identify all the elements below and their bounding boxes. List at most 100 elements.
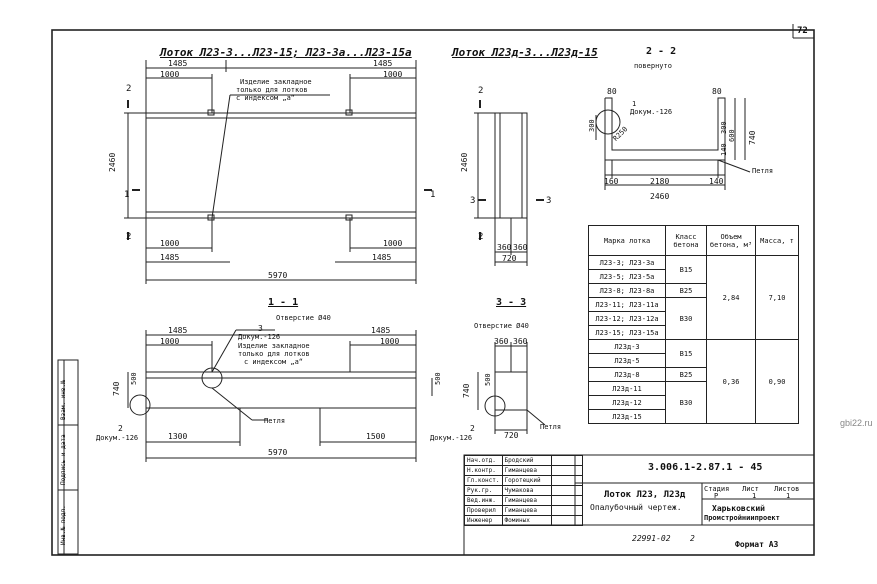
spec-row-mark: Л23д-5 xyxy=(588,353,666,368)
stage-value: Р xyxy=(714,492,719,500)
signature-cell xyxy=(550,465,583,476)
spec-class-b15: B15 xyxy=(665,255,707,284)
section-22-title: 2 - 2 xyxy=(646,46,677,57)
spec-class-b25-2: B25 xyxy=(665,367,707,382)
sec11-1485a: 1485 xyxy=(168,326,188,335)
dim-bottom-1485-right: 1485 xyxy=(372,253,392,262)
spec-mass-2: 0,90 xyxy=(755,339,799,424)
section-mark-2-bottom: 2 xyxy=(126,232,132,242)
mid-mark-2-top: 2 xyxy=(478,86,484,96)
sec33-two: 2 xyxy=(470,424,475,433)
sec33-500: 500 xyxy=(484,373,492,386)
stamp-inv-podl: Инв.№ подл. xyxy=(60,505,67,545)
spec-row-mark: Л23д-3 xyxy=(588,339,666,354)
sec22-140b: 140 xyxy=(709,177,724,186)
sec11-two: 2 xyxy=(118,424,123,433)
sec33-720: 720 xyxy=(504,431,519,440)
signature-cell xyxy=(550,485,583,496)
dim-1485-left: 1485 xyxy=(168,59,188,68)
spec-class-b15-2: B15 xyxy=(665,339,707,368)
person: Бродский xyxy=(501,455,552,466)
sec11-500: 500 xyxy=(130,372,138,385)
org-line-2: Промстройниипроект xyxy=(704,514,780,522)
spec-class-b30-2: B30 xyxy=(665,381,707,424)
format-label: Формат А3 xyxy=(735,540,779,549)
role: Проверил xyxy=(464,505,503,516)
sec11-loop: Петля xyxy=(264,417,286,425)
dim-bottom-1485-left: 1485 xyxy=(160,253,180,262)
spec-header-volume: Объем бетона, м³ xyxy=(706,225,756,256)
section-11-title: 1 - 1 xyxy=(268,297,299,308)
spec-row-mark: Л23-8; Л23-8а xyxy=(588,283,666,298)
spec-row-mark: Л23д-11 xyxy=(588,381,666,396)
signatures-table: Нач.отд.Бродский Н.контр.Гиманцева Гл.ко… xyxy=(464,455,583,526)
dim-total-5970: 5970 xyxy=(268,271,288,280)
sec11-1485b: 1485 xyxy=(371,326,391,335)
stamp-vzam: Взам. инв.№ xyxy=(60,380,67,420)
person: Фоминых xyxy=(501,515,552,526)
view-title-l23d: Лоток Л23д-3...Л23д-15 xyxy=(452,46,598,59)
role: Нач.отд. xyxy=(464,455,503,466)
spec-row-mark: Л23-3; Л23-3а xyxy=(588,255,666,270)
stage-header: Стадия xyxy=(704,485,730,493)
spec-row-mark: Л23-15; Л23-15а xyxy=(588,325,666,340)
dim-1000-left: 1000 xyxy=(160,70,180,79)
sec11-1000b: 1000 xyxy=(380,337,400,346)
signature-cell xyxy=(550,495,583,506)
sec33-loop: Петля xyxy=(540,423,562,431)
sec33-740: 740 xyxy=(462,383,471,398)
sec22-300b: 300 xyxy=(720,121,728,134)
sec33-360b: 360 xyxy=(513,337,528,346)
stamp-podpis: Подпись и дата xyxy=(60,434,67,485)
sec22-740: 740 xyxy=(748,130,757,145)
sec11-1500: 1500 xyxy=(366,432,386,441)
sheet-number: 72 xyxy=(797,26,808,36)
sec22-one: 1 xyxy=(632,100,637,108)
person: Гиманцева xyxy=(501,465,552,476)
drawing-name-2: Опалубочный чертеж. xyxy=(590,503,682,512)
doc-code: 3.006.1-2.87.1 - 45 xyxy=(648,462,763,473)
spec-row-mark: Л23д-12 xyxy=(588,395,666,410)
spec-volume-2: 0,36 xyxy=(706,339,756,424)
sec11-dokum-top: Докум.-126 xyxy=(238,333,281,341)
note-line-2: только для лотков xyxy=(236,86,308,94)
section-mark-1-left: 1 xyxy=(124,190,130,200)
sec33-dokum: Докум.-126 xyxy=(430,434,473,442)
signature-cell xyxy=(550,505,583,516)
dim-bottom-1000-left: 1000 xyxy=(160,239,180,248)
section-mark-1-right: 1 xyxy=(430,190,436,200)
role: Вед.инж. xyxy=(464,495,503,506)
sec11-hole: Отверстие Ø40 xyxy=(276,314,331,322)
sec33-360a: 360 xyxy=(494,337,509,346)
sec11-note2: только для лотков xyxy=(238,350,310,358)
spec-header-mass: Масса, т xyxy=(755,225,799,256)
spec-header-class: Класс бетона xyxy=(665,225,707,256)
spec-class-b30: B30 xyxy=(665,297,707,340)
sheets-value: 1 xyxy=(786,492,791,500)
spec-table: Марка лотка Класс бетона Объем бетона, м… xyxy=(588,225,799,424)
sec11-1300: 1300 xyxy=(168,432,188,441)
spec-mass-1: 7,10 xyxy=(755,255,799,340)
sec22-160: 160 xyxy=(604,177,619,186)
dim-1000-right: 1000 xyxy=(383,70,403,79)
dim-720: 720 xyxy=(502,254,517,263)
page-number: 2 xyxy=(690,534,695,543)
sheet-value: 1 xyxy=(752,492,757,500)
spec-row-mark: Л23-12; Л23-12а xyxy=(588,311,666,326)
dim-height-2460: 2460 xyxy=(108,152,117,172)
person: Гиманцева xyxy=(501,505,552,516)
dim-1485-right: 1485 xyxy=(373,59,393,68)
inv-number: 22991-02 xyxy=(632,534,671,543)
sec22-300: 300 xyxy=(588,119,596,132)
view-title-l23: Лоток Л23-3...Л23-15; Л23-3а...Л23-15а xyxy=(160,46,412,59)
sheet-header: Лист xyxy=(742,485,759,493)
sec33-hole: Отверстие Ø40 xyxy=(474,322,529,330)
sec22-140: 140 xyxy=(720,143,728,156)
spec-volume-1: 2,84 xyxy=(706,255,756,340)
signature-cell xyxy=(550,475,583,486)
note-line-1: Изделие закладное xyxy=(240,78,312,86)
sec11-note1: Изделие закладное xyxy=(238,342,310,350)
watermark: gbi22.ru xyxy=(840,418,873,428)
sec22-600: 600 xyxy=(728,129,736,142)
